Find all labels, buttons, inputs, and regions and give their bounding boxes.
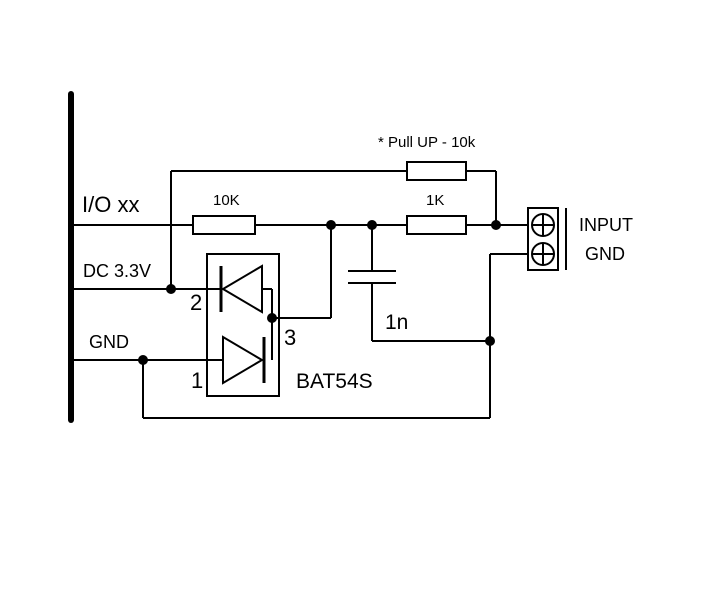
junction-node <box>326 220 336 230</box>
junction-cap <box>367 220 377 230</box>
pin-1-label: 1 <box>191 368 203 393</box>
cap-label: 1n <box>385 311 408 334</box>
r-input-label: 1K <box>426 192 444 209</box>
resistor-1k-input <box>406 215 467 235</box>
pullup-note: * Pull UP - 10k <box>378 134 476 151</box>
dc-label: DC 3.3V <box>83 261 151 281</box>
junction-pullup <box>491 220 501 230</box>
junction-gnd-left <box>138 355 148 365</box>
pin-2-label: 2 <box>190 290 202 315</box>
resistor-10k-series <box>192 215 256 235</box>
lower-diode <box>222 335 264 385</box>
resistor-pullup <box>406 161 467 181</box>
diode-part-label: BAT54S <box>296 370 373 393</box>
input-label: INPUT <box>579 215 633 235</box>
upper-diode <box>221 264 263 314</box>
gnd-left-label: GND <box>89 332 129 352</box>
r-series-label: 10K <box>213 192 240 209</box>
io-label: I/O xx <box>82 192 139 217</box>
gnd-right-label: GND <box>585 244 625 264</box>
junction-dc <box>166 284 176 294</box>
pin-3-label: 3 <box>284 325 296 350</box>
bat54s-package <box>206 253 280 397</box>
junction-pin3 <box>267 313 277 323</box>
junction-gnd-right <box>485 336 495 346</box>
